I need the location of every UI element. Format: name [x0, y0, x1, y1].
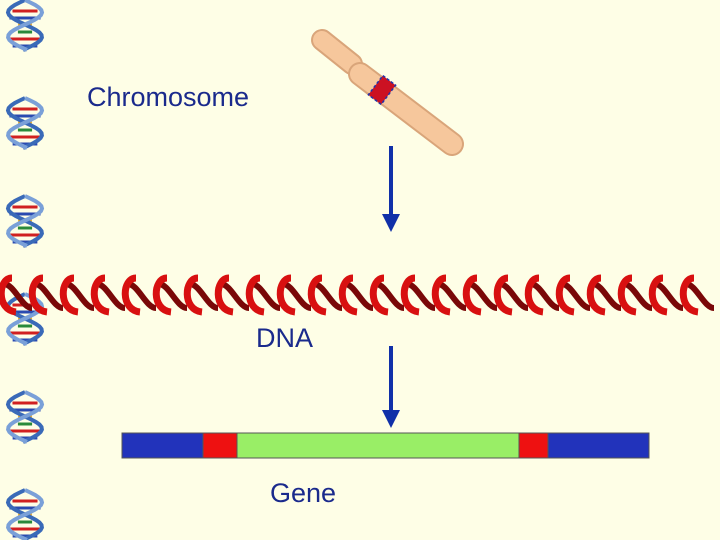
dna-helix-turn	[245, 274, 281, 316]
gene-label: Gene	[270, 478, 337, 508]
dna-helix-icon	[5, 194, 45, 248]
dna-helix-turn	[214, 274, 250, 316]
gene-boundary-right	[518, 432, 549, 459]
dna-helix-turn	[431, 274, 467, 316]
dna-helix-turn	[617, 274, 653, 316]
side-helix-border	[5, 0, 45, 540]
dna-helix-turn	[369, 274, 405, 316]
chromosome-band	[367, 74, 397, 106]
dna-helix-turn	[524, 274, 560, 316]
dna-helix-turn	[90, 274, 126, 316]
dna-helix-turn	[679, 274, 715, 316]
dna-helix-turn	[586, 274, 622, 316]
arrow-chromosome-to-dna	[382, 146, 400, 232]
dna-helix-icon	[5, 292, 45, 346]
dna-helix-turn	[648, 274, 684, 316]
dna-helix-icon	[5, 390, 45, 444]
dna-helix-turn	[59, 274, 95, 316]
dna-helix-turn	[338, 274, 374, 316]
dna-label: DNA	[256, 323, 314, 353]
dna-helix-turn	[276, 274, 312, 316]
dna-helix-turn	[183, 274, 219, 316]
dna-helix-icon	[5, 488, 45, 540]
gene-boundary-left	[202, 432, 238, 459]
dna-helix-turn	[121, 274, 157, 316]
gene-core	[236, 432, 520, 459]
gene-flank-right	[547, 432, 650, 459]
gene-flank-left	[121, 432, 205, 459]
dna-helix-turn	[462, 274, 498, 316]
dna-helix-icon	[5, 0, 45, 52]
dna-helix-turn	[0, 274, 33, 316]
chromosome-icon	[311, 29, 464, 156]
gene-bar	[121, 432, 650, 459]
dna-helix-icon	[5, 96, 45, 150]
dna-helix-turn	[400, 274, 436, 316]
arrow-dna-to-gene	[382, 346, 400, 428]
dna-helix-turn	[152, 274, 188, 316]
dna-helix-turn	[555, 274, 591, 316]
dna-helix-turn	[307, 274, 343, 316]
dna-double-helix-strand	[0, 274, 715, 316]
dna-helix-turn	[493, 274, 529, 316]
dna-helix-turn	[28, 274, 64, 316]
chromosome-label: Chromosome	[87, 82, 250, 112]
